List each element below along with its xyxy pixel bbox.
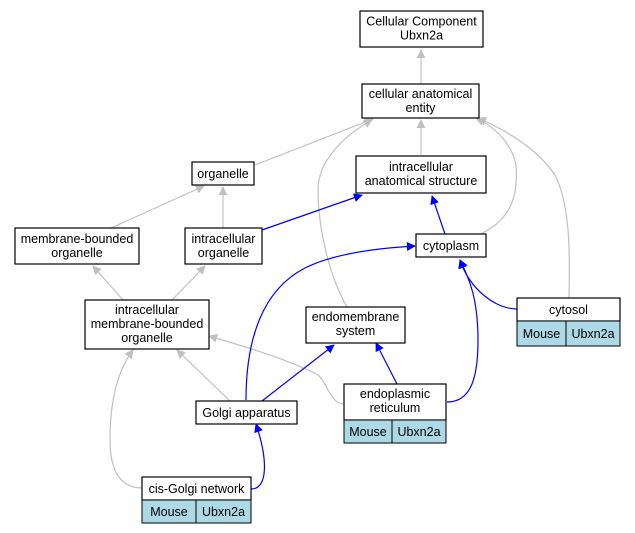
node-intracellular-organelle[interactable]: intracellular organelle [184, 227, 263, 265]
svg-text:organelle: organelle [197, 167, 248, 181]
svg-text:anatomical structure: anatomical structure [365, 174, 478, 188]
edge-golgi-to-endomembrane [261, 344, 335, 402]
svg-text:cellular anatomical: cellular anatomical [369, 87, 473, 101]
edge-cis-golgi-to-golgi [250, 423, 265, 490]
svg-text:entity: entity [406, 101, 437, 115]
svg-text:cytosol: cytosol [549, 303, 588, 317]
annotation-mouse-cell [516, 320, 567, 347]
node-label: endoplasmic [360, 387, 430, 401]
edge-imbo-to-io [171, 265, 206, 301]
node-label: cis-Golgi network [149, 482, 246, 496]
svg-text:organelle: organelle [51, 246, 102, 260]
edge-endomembrane-to-cae [317, 119, 373, 308]
node-label: membrane-bounded [21, 232, 134, 246]
svg-text:Ubxn2a: Ubxn2a [400, 29, 443, 43]
node-cellular-anatomical-entity[interactable]: cellular anatomical entity [361, 83, 480, 119]
node-label: intracellular [192, 232, 256, 246]
svg-text:Cellular Component: Cellular Component [366, 15, 477, 29]
node-label: intracellular [389, 160, 453, 174]
node-endomembrane-system[interactable]: endomembrane system [305, 306, 406, 344]
node-label: organelle [198, 246, 249, 260]
node-label: anatomical structure [365, 174, 478, 188]
svg-text:system: system [336, 324, 376, 338]
edge-mbo-to-organelle [110, 185, 205, 229]
node-cytosol[interactable]: cytosol Mouse Ubxn2a [516, 297, 621, 347]
annotation-label: Mouse [523, 327, 561, 341]
svg-text:cis-Golgi network: cis-Golgi network [149, 482, 246, 496]
annotation-gene-cell [195, 499, 252, 524]
node-label: endomembrane [312, 310, 400, 324]
edge-io-to-ias [261, 193, 363, 231]
node-membrane-bounded-organelle[interactable]: membrane-bounded organelle [14, 227, 140, 265]
svg-text:endoplasmic: endoplasmic [360, 387, 430, 401]
svg-text:reticulum: reticulum [370, 401, 421, 415]
node-label: intracellular [115, 303, 179, 317]
node-label: cellular anatomical [369, 87, 473, 101]
node-label: cytoplasm [423, 239, 479, 253]
edges [92, 49, 570, 490]
node-cellular-component[interactable]: Cellular Component Ubxn2a [359, 10, 484, 48]
node-cytoplasm[interactable]: cytoplasm [415, 233, 487, 258]
edge-er-to-cytoplasm [446, 259, 479, 403]
node-label: Ubxn2a [400, 29, 443, 43]
svg-text:Mouse: Mouse [349, 425, 387, 439]
edge-er-to-imbo [208, 333, 345, 405]
node-label: system [336, 324, 376, 338]
edge-cytoplasm-to-ias [430, 195, 446, 235]
svg-text:Mouse: Mouse [150, 505, 188, 519]
node-label: Cellular Component [366, 15, 477, 29]
edge-cytosol-to-cytoplasm [458, 259, 518, 310]
node-label: membrane-bounded [91, 317, 204, 331]
annotation-label: Mouse [150, 505, 188, 519]
annotation-gene-cell [391, 419, 447, 444]
node-label: Golgi apparatus [202, 406, 290, 420]
edge-cytosol-to-cae [477, 117, 570, 299]
svg-text:organelle: organelle [198, 246, 249, 260]
node-intracellular-anatomical-structure[interactable]: intracellular anatomical structure [355, 155, 487, 194]
svg-text:Mouse: Mouse [523, 327, 561, 341]
node-label: reticulum [370, 401, 421, 415]
svg-text:Ubxn2a: Ubxn2a [397, 425, 440, 439]
edge-golgi-to-cytoplasm [245, 241, 416, 401]
svg-text:intracellular: intracellular [115, 303, 179, 317]
svg-text:endomembrane: endomembrane [312, 310, 400, 324]
node-label: entity [406, 101, 437, 115]
annotation-gene-cell [565, 320, 621, 347]
svg-text:organelle: organelle [121, 331, 172, 345]
node-cis-golgi-network[interactable]: cis-Golgi network Mouse Ubxn2a [141, 476, 252, 524]
annotation-label: Ubxn2a [571, 327, 614, 341]
svg-text:Ubxn2a: Ubxn2a [571, 327, 614, 341]
svg-text:Golgi apparatus: Golgi apparatus [202, 406, 290, 420]
annotation-label: Mouse [349, 425, 387, 439]
node-endoplasmic-reticulum[interactable]: endoplasmic reticulum Mouse Ubxn2a [343, 383, 447, 444]
svg-text:cytoplasm: cytoplasm [423, 239, 479, 253]
annotation-label: Ubxn2a [202, 505, 245, 519]
node-label: organelle [51, 246, 102, 260]
svg-text:intracellular: intracellular [192, 232, 256, 246]
edge-er-to-endomembrane [375, 342, 398, 385]
edge-organelle-to-cae [254, 117, 374, 166]
edge-cytoplasm-to-cae [475, 117, 518, 237]
svg-text:intracellular: intracellular [389, 160, 453, 174]
edge-imbo-to-mbo [92, 265, 124, 301]
node-golgi-apparatus[interactable]: Golgi apparatus [195, 400, 298, 425]
node-label: organelle [121, 331, 172, 345]
edge-golgi-to-imbo [176, 349, 231, 402]
svg-text:Ubxn2a: Ubxn2a [202, 505, 245, 519]
node-organelle[interactable]: organelle [191, 161, 255, 186]
svg-text:membrane-bounded: membrane-bounded [91, 317, 204, 331]
svg-text:membrane-bounded: membrane-bounded [21, 232, 134, 246]
node-intracellular-membrane-bounded-organelle[interactable]: intracellular membrane-bounded organelle [84, 299, 210, 350]
edge-cis-golgi-to-imbo [109, 349, 143, 489]
node-label: organelle [197, 167, 248, 181]
annotation-label: Ubxn2a [397, 425, 440, 439]
node-label: cytosol [549, 303, 588, 317]
